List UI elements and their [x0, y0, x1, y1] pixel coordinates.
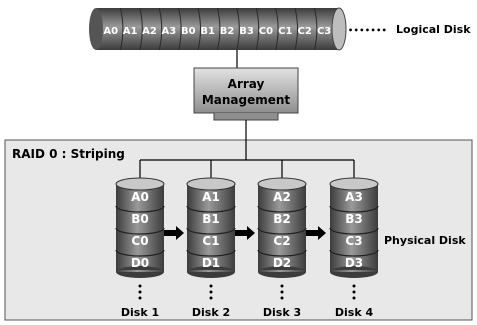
- disk-continuation-dot: [280, 296, 284, 300]
- disk-top-cap: [329, 177, 379, 191]
- logical-segment-divider: [139, 7, 143, 51]
- logical-disk: A0 A1 A2 A3 B0 B1 B2 B3 C0 C1 C2 C3 ••••••• Logical…: [89, 7, 471, 51]
- logical-disk-right-cap: [331, 7, 347, 51]
- disk-body: [258, 184, 306, 272]
- disk-band-divider: [115, 249, 165, 257]
- disk-block-label: C2: [273, 234, 290, 248]
- logical-segment-divider: [255, 7, 260, 51]
- logical-disk-dots: •••••••: [348, 26, 387, 35]
- physical-disk-label: Physical Disk: [384, 234, 466, 247]
- logical-segment-label: B3: [239, 26, 254, 37]
- array-management-box: Array Management: [193, 67, 299, 121]
- disk-band-divider: [329, 249, 379, 257]
- logical-segment-label: A0: [103, 26, 118, 37]
- disk-block-label: D2: [273, 256, 291, 270]
- disk-continuation-dot: [138, 284, 142, 288]
- raid-title: RAID 0 : Striping: [12, 147, 125, 161]
- logical-segment-divider: [275, 7, 279, 51]
- logical-disk-body: [96, 8, 339, 50]
- disk-block-label: D0: [131, 256, 149, 270]
- disk-bottom-fill: [116, 270, 164, 272]
- disk-body: [116, 184, 164, 272]
- logical-segment-label: A2: [142, 26, 157, 37]
- disk-name-label: Disk 3: [263, 306, 301, 319]
- logical-segment-divider: [178, 7, 182, 51]
- disk-top-cap: [186, 177, 236, 191]
- logical-segment-label: C2: [298, 26, 312, 37]
- logical-segment-divider: [294, 7, 298, 51]
- disk-top-cap: [257, 177, 307, 191]
- disk-band-divider: [329, 227, 379, 235]
- disk-continuation-dot: [138, 290, 142, 294]
- disk-body: [330, 184, 378, 272]
- disk-band-divider: [257, 249, 307, 257]
- logical-segment-divider: [119, 7, 124, 51]
- disk-block-label: A3: [345, 190, 363, 204]
- disk-band-divider: [257, 227, 307, 235]
- stripe-arrows: [164, 226, 326, 240]
- disk-band-divider: [186, 227, 236, 235]
- logical-disk-left-cap: [89, 8, 103, 50]
- arrow-right-icon: [306, 226, 326, 240]
- disk-bottom-fill: [187, 270, 235, 272]
- disk-block-label: A2: [273, 190, 291, 204]
- logical-segment-divider: [236, 7, 240, 51]
- disk-name-label: Disk 4: [335, 306, 374, 319]
- logical-segment-label: A3: [162, 26, 177, 37]
- disk-block-label: B1: [202, 212, 220, 226]
- logical-segment-divider: [313, 7, 318, 51]
- disk-block-label: C1: [202, 234, 219, 248]
- disk-block-label: C3: [345, 234, 362, 248]
- logical-segment-label: B2: [220, 26, 235, 37]
- disk-continuation-dot: [209, 284, 213, 288]
- disk-top-cap: [115, 177, 165, 191]
- disk-name-label: Disk 2: [192, 306, 230, 319]
- disk-continuation-dot: [280, 290, 284, 294]
- disk-bottom-fill: [258, 270, 306, 272]
- logical-segment-divider: [197, 7, 201, 51]
- disk-name-label: Disk 1: [121, 306, 159, 319]
- disk-band-divider: [329, 205, 379, 213]
- logical-segment-divider: [216, 7, 221, 51]
- disk-continuation-dot: [352, 290, 356, 294]
- disk-block-label: B0: [131, 212, 149, 226]
- array-management-line1: Array: [228, 77, 265, 91]
- disk-continuation-dot: [209, 296, 213, 300]
- disk-band-divider: [257, 205, 307, 213]
- logical-segment-divider: [158, 7, 163, 51]
- disk-block-label: B2: [273, 212, 291, 226]
- disk-continuation-dot: [138, 296, 142, 300]
- logical-segment-label: C1: [278, 26, 292, 37]
- arrow-right-icon: [235, 226, 255, 240]
- disk-continuation-dot: [352, 284, 356, 288]
- disk-band-divider: [115, 227, 165, 235]
- logical-segment-label: A1: [123, 26, 138, 37]
- logical-segment-label: C0: [259, 26, 273, 37]
- disk-continuation-dot: [352, 296, 356, 300]
- arrow-right-icon: [164, 226, 184, 240]
- array-management-line2: Management: [202, 93, 291, 107]
- disk-continuation-dot: [209, 290, 213, 294]
- disk-block-label: A0: [131, 190, 149, 204]
- tree-connectors: [139, 120, 355, 178]
- disk-bottom-fill: [330, 270, 378, 272]
- disk-block-label: C0: [131, 234, 148, 248]
- logical-segment-label: B0: [181, 26, 196, 37]
- disk-band-divider: [186, 249, 236, 257]
- logical-disk-label: Logical Disk: [396, 23, 471, 36]
- disk-band-divider: [115, 205, 165, 213]
- disk-continuation-dot: [280, 284, 284, 288]
- disk-block-label: D3: [345, 256, 363, 270]
- disk-band-divider: [186, 205, 236, 213]
- disk-block-label: A1: [202, 190, 220, 204]
- logical-segment-label: B1: [200, 26, 215, 37]
- logical-segment-label: C3: [317, 26, 331, 37]
- disk-body: [187, 184, 235, 272]
- disk-block-label: D1: [202, 256, 220, 270]
- disk-block-label: B3: [345, 212, 363, 226]
